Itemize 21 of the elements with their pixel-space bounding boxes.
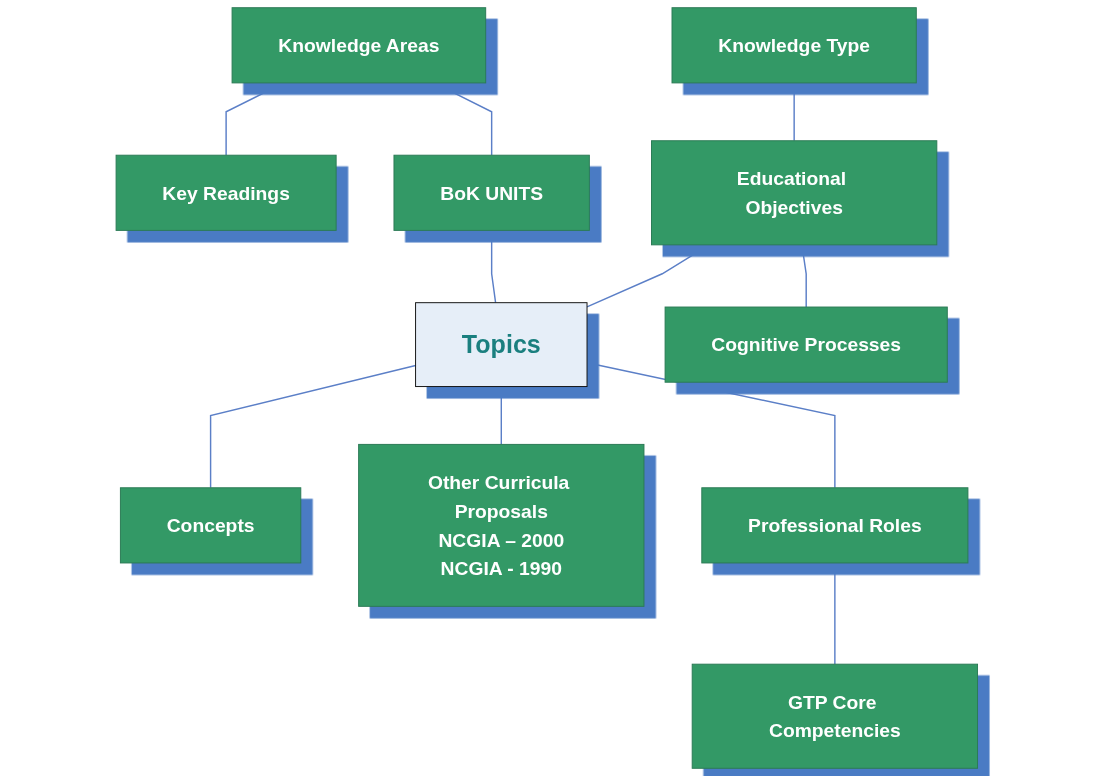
node-box: GTP Core Competencies bbox=[691, 663, 979, 769]
node-box: Other Curricula Proposals NCGIA – 2000 NCGIA - 1990 bbox=[358, 443, 645, 607]
node-box: Knowledge Type bbox=[671, 7, 917, 84]
connector bbox=[586, 244, 711, 308]
connector bbox=[491, 229, 497, 304]
connector bbox=[433, 82, 493, 156]
connector bbox=[500, 385, 503, 446]
node-box: Educational Objectives bbox=[651, 140, 938, 246]
connector bbox=[210, 364, 417, 489]
node-box: Knowledge Areas bbox=[231, 7, 487, 84]
connector bbox=[225, 82, 285, 156]
node-box: Key Readings bbox=[115, 154, 337, 231]
connector bbox=[801, 244, 808, 308]
connector bbox=[793, 82, 796, 142]
node-box: BoK UNITS bbox=[393, 154, 590, 231]
node-box: Professional Roles bbox=[701, 487, 969, 564]
node-box: Cognitive Processes bbox=[664, 306, 948, 383]
node-box: Concepts bbox=[120, 487, 302, 564]
connector bbox=[834, 562, 836, 665]
node-box: Topics bbox=[415, 302, 588, 388]
connector bbox=[586, 362, 836, 489]
